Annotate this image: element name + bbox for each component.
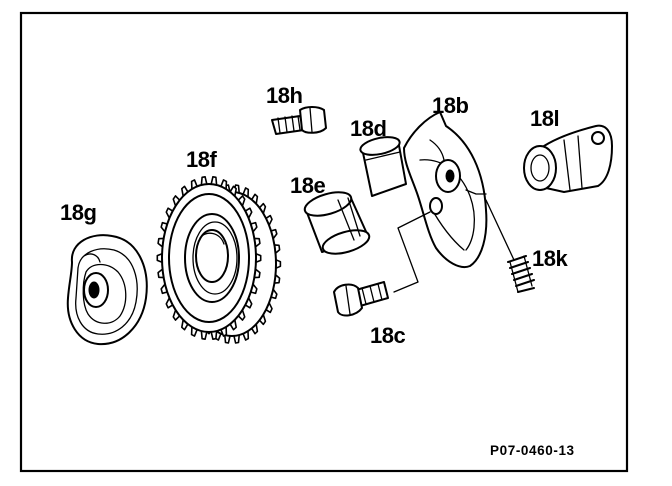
reference-code: P07-0460-13	[490, 443, 575, 458]
part-18h-bolt	[271, 106, 327, 135]
label-18g: 18g	[60, 200, 96, 225]
part-18d-sleeve	[359, 136, 407, 197]
part-18e-bushing	[303, 191, 371, 255]
label-18k: 18k	[532, 246, 568, 271]
figure-frame	[19, 11, 629, 473]
label-18b: 18b	[432, 93, 468, 118]
part-18l-housing	[523, 124, 613, 193]
part-18c-bolt	[333, 211, 431, 317]
label-18c: 18c	[370, 323, 405, 348]
label-18d: 18d	[350, 116, 386, 141]
part-18b-tensioner-lever	[403, 111, 488, 268]
label-18f: 18f	[186, 147, 217, 172]
part-18f-double-sprocket	[156, 176, 282, 344]
part-18k-spring	[485, 199, 535, 293]
part-18g-cam-plate	[66, 234, 148, 346]
label-18h: 18h	[266, 83, 302, 108]
label-18e: 18e	[290, 173, 325, 198]
label-18l: 18l	[530, 106, 559, 131]
